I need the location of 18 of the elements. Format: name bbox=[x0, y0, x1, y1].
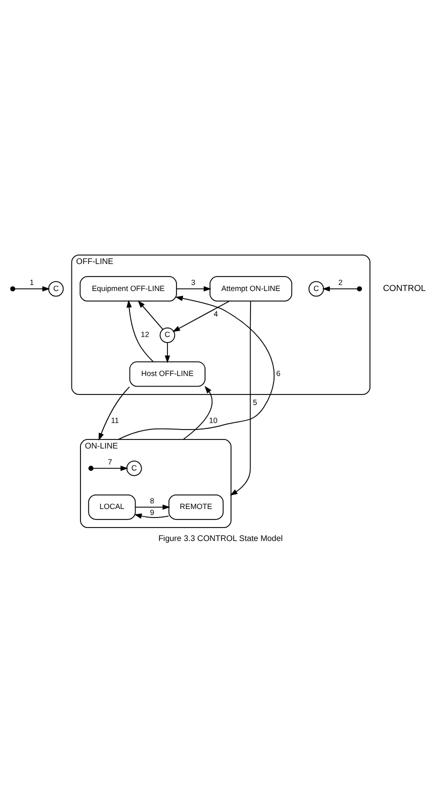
arrow bbox=[164, 342, 170, 364]
arrow bbox=[14, 286, 50, 292]
arrow bbox=[182, 386, 212, 440]
node-dot bbox=[88, 466, 94, 471]
node-dot bbox=[356, 286, 362, 292]
node-dot bbox=[10, 286, 16, 292]
arrow bbox=[322, 286, 358, 292]
arrow bbox=[92, 466, 128, 471]
arrow bbox=[118, 296, 274, 440]
arrow bbox=[134, 504, 170, 510]
arrow bbox=[172, 300, 230, 332]
label: CONTROL bbox=[382, 282, 426, 293]
arrow bbox=[126, 300, 154, 362]
arrow bbox=[176, 286, 212, 292]
arrow bbox=[134, 513, 170, 519]
arrow bbox=[98, 386, 130, 441]
arrow bbox=[138, 300, 164, 330]
arrow bbox=[230, 300, 252, 496]
